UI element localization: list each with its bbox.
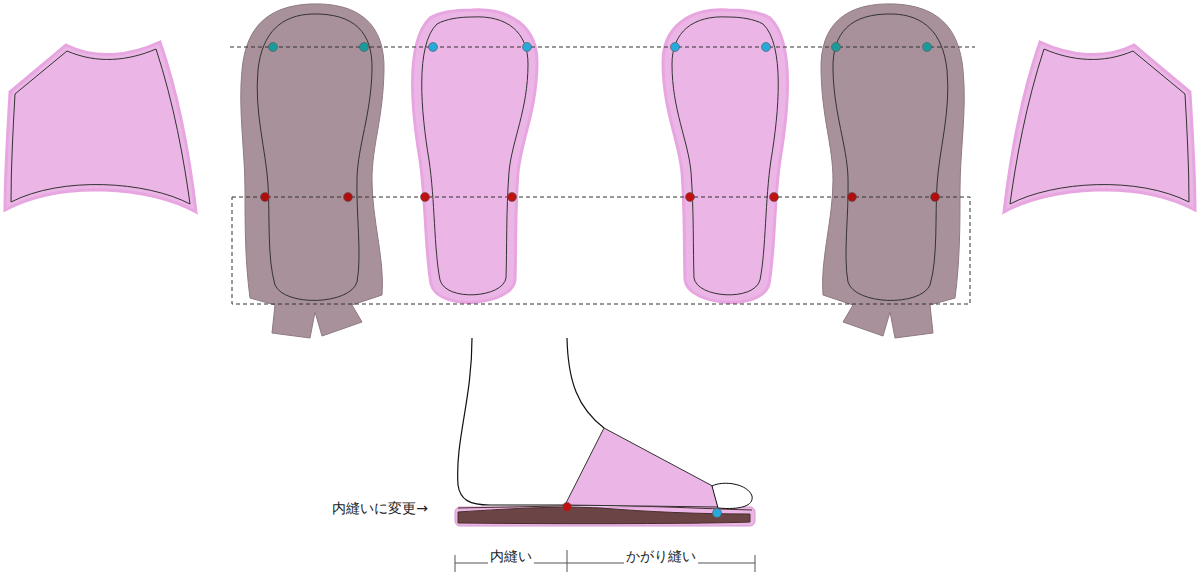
upper-piece-left (5, 42, 196, 212)
seam-label: 内縫い (488, 548, 534, 565)
insole-left (413, 10, 537, 303)
sandal-side-view (455, 338, 755, 526)
outer-sole-left (241, 4, 384, 338)
upper-piece-right (1004, 42, 1195, 212)
guide-line (230, 47, 975, 48)
outer-sole-right (821, 4, 964, 338)
marker-dots (261, 43, 940, 202)
insole-right (663, 10, 787, 303)
guide-box (232, 197, 970, 304)
seam-label: かがり縫い (624, 548, 698, 565)
note-label: 内縫いに変更→ (330, 500, 430, 517)
